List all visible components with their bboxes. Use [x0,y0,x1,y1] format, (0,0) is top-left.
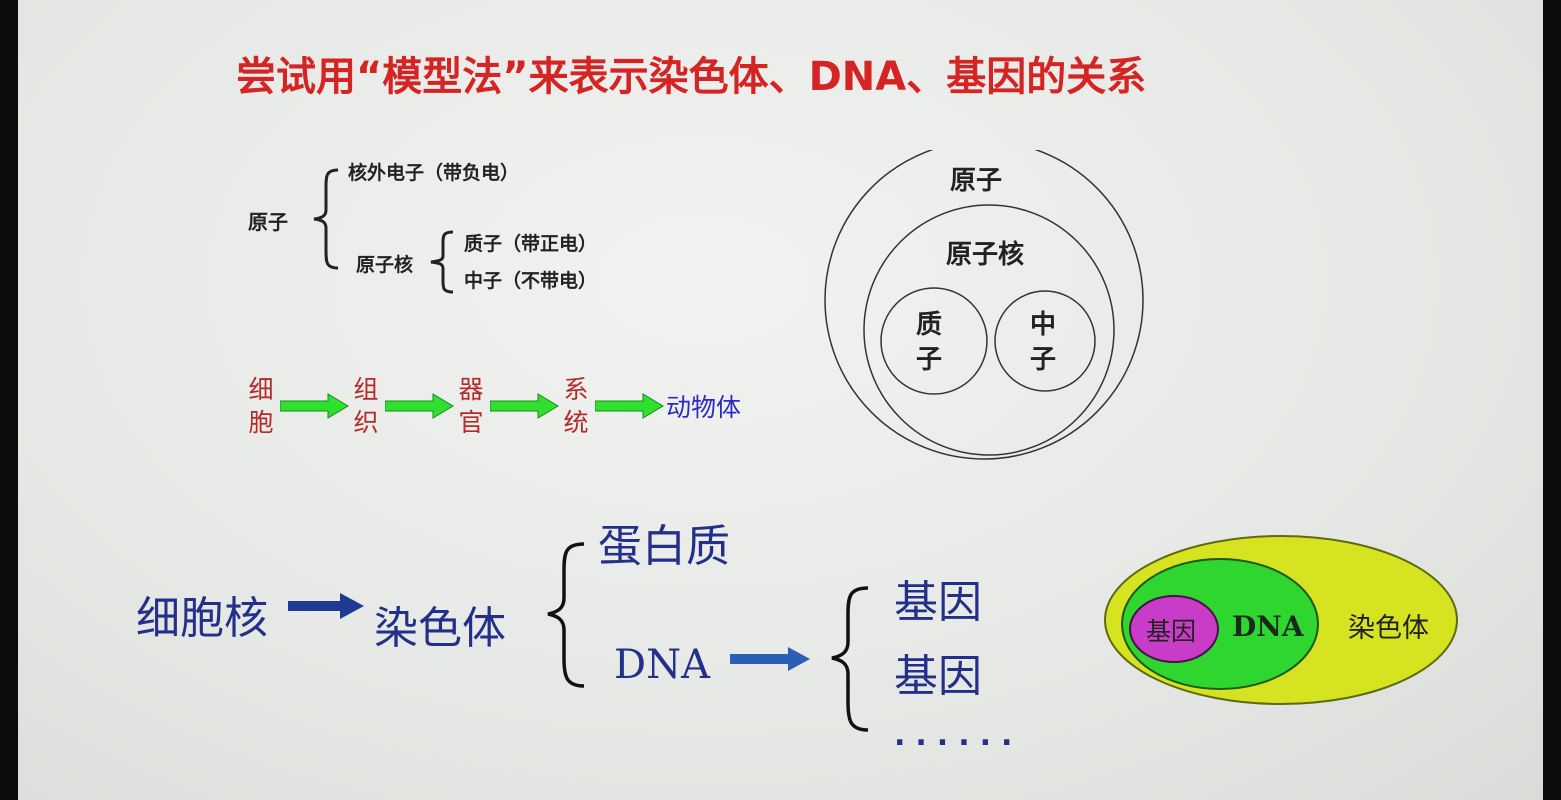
ellipse-model [1104,535,1458,705]
chromosome-brace [547,542,585,688]
green-arrow-1 [280,393,349,419]
proton-circle-label: 质 子 [916,310,943,375]
chain-system: 系统 [563,375,589,437]
green-arrow-4 [595,393,664,419]
atom-electron-label: 核外电子（带负电） [348,162,520,184]
ellipse-chromosome-label: 染色体 [1348,613,1429,644]
protein-label: 蛋白质 [598,521,730,572]
chromosome-label: 染色体 [374,603,506,654]
atom-nucleus-brace [430,230,454,294]
atom-root-label: 原子 [248,210,288,234]
ellipse-dna-label: DNA [1232,610,1304,643]
dna-brace [831,586,869,732]
atom-circle-model [824,150,1144,460]
continuation-dots: ...... [894,718,1023,753]
green-arrow-2 [385,393,454,419]
neutron-circle [994,290,1096,392]
atom-neutron-label: 中子（不带电） [464,270,598,292]
gene-ellipse [1129,595,1219,663]
slide-title: 尝试用“模型法”来表示染色体、DNA、基因的关系 [236,54,1147,100]
ellipse-gene-label: 基因 [1146,617,1197,646]
nucleus-arrow [288,593,364,619]
chain-animal: 动物体 [666,393,742,422]
cell-nucleus-label: 细胞核 [136,593,268,644]
atom-circle-label: 原子 [950,166,1003,196]
nucleus-circle-label: 原子核 [946,240,1025,270]
gene-label-1: 基因 [894,577,982,628]
chain-cell: 细胞 [248,375,274,437]
atom-proton-label: 质子（带正电） [464,233,598,255]
dna-label: DNA [614,642,710,688]
slide: 尝试用“模型法”来表示染色体、DNA、基因的关系 原子 核外电子（带负电） 原子… [18,0,1543,800]
atom-outer-circle [824,150,1144,460]
neutron-circle-label: 中 子 [1030,310,1057,375]
nucleus-circle [863,204,1115,456]
dna-arrow [730,647,810,671]
chain-tissue: 组织 [353,375,379,437]
green-arrow-3 [490,393,559,419]
atom-nucleus-label: 原子核 [356,254,414,276]
chain-organ: 器官 [458,375,484,437]
gene-label-2: 基因 [894,651,982,702]
proton-circle [880,287,988,395]
atom-root-brace [313,168,339,270]
